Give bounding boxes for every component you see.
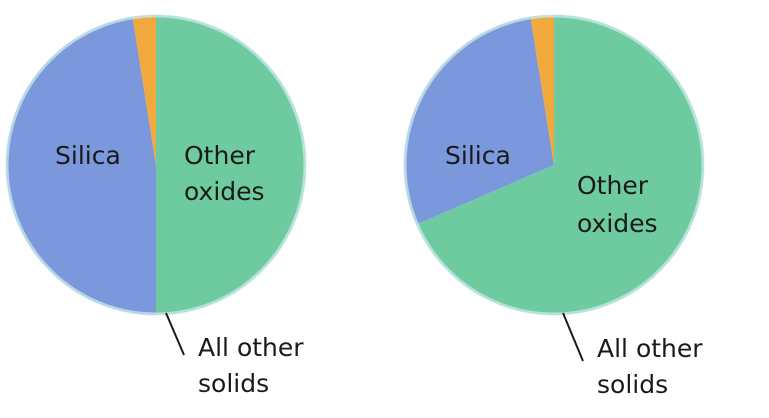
- right-pie-rim: [403, 14, 705, 316]
- right-pie-slice-all-other-solids: [530, 15, 554, 165]
- left-all-other-leader-line: [165, 312, 185, 356]
- right-all-other-label-line2: solids: [597, 370, 668, 399]
- pie-chart-right: [403, 14, 705, 316]
- right-other-oxides-label-line2: oxides: [577, 209, 658, 238]
- left-all-other-label-line2: solids: [198, 369, 269, 398]
- right-silica-label: Silica: [445, 141, 511, 170]
- right-pie-slice-silica: [416, 15, 704, 316]
- pie-chart-left: [5, 14, 307, 316]
- left-pie-slice-silica: [156, 15, 306, 315]
- left-other-oxides-label-line2: oxides: [184, 177, 265, 206]
- left-pie-slice-all-other-solids: [132, 15, 156, 165]
- left-other-oxides-label-line1: Other: [184, 141, 256, 170]
- right-other-oxides-label-line1: Other: [577, 171, 649, 200]
- right-all-other-label-line1: All other: [597, 334, 703, 363]
- left-pie-slice-other-oxides: [5, 16, 156, 316]
- right-all-other-leader-line: [562, 312, 584, 362]
- left-silica-label: Silica: [55, 141, 121, 170]
- left-pie-rim: [5, 14, 307, 316]
- left-all-other-label-line1: All other: [198, 333, 304, 362]
